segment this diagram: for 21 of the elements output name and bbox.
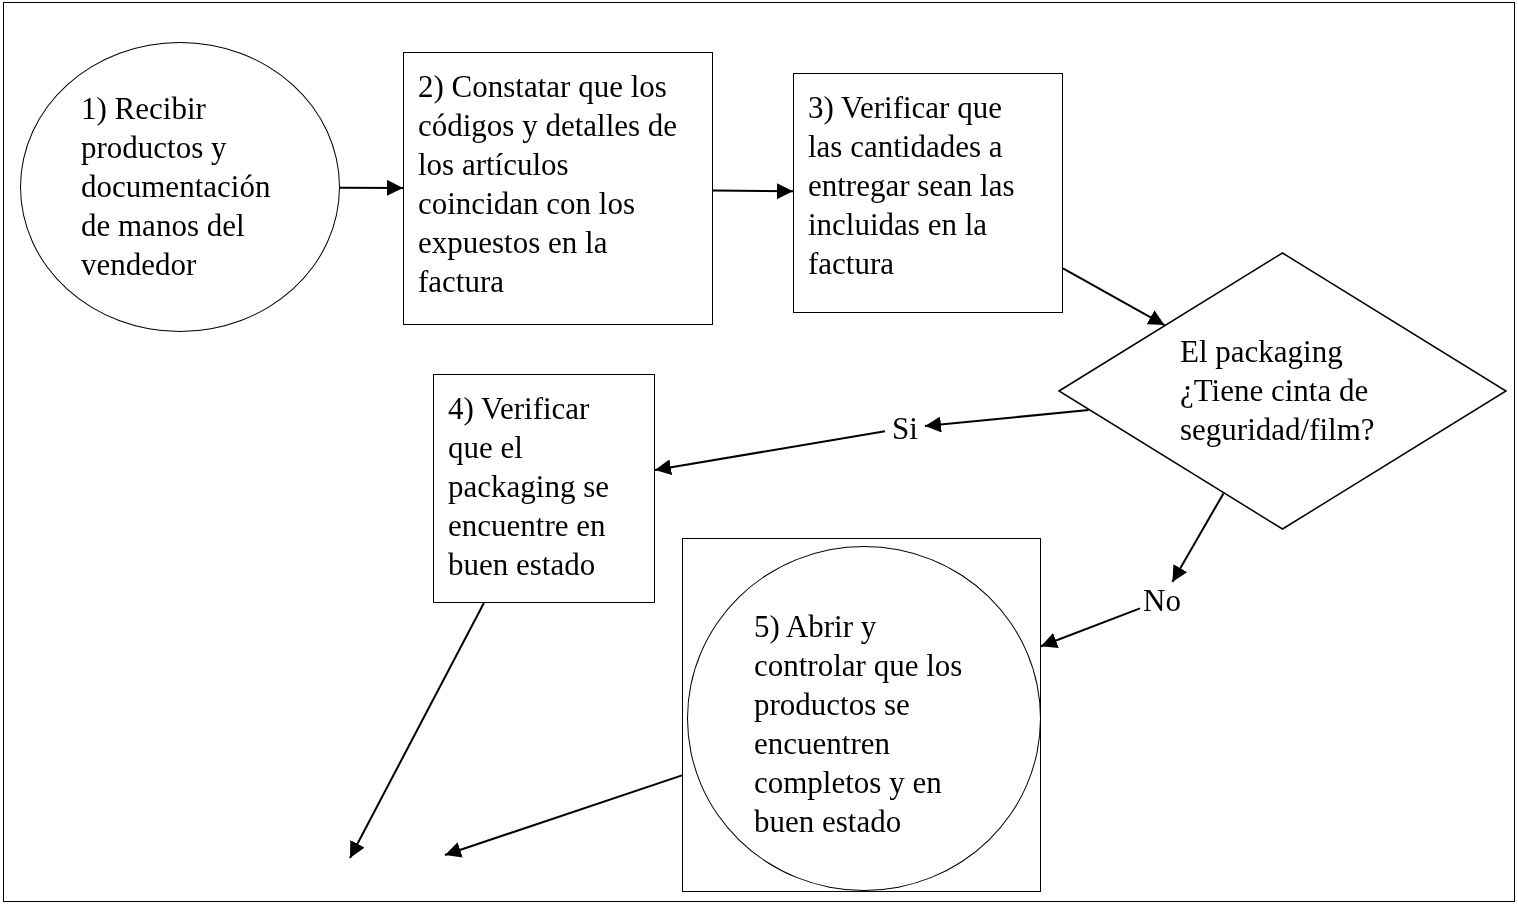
process-box <box>403 52 713 325</box>
node-text: No <box>1143 581 1181 620</box>
arrow <box>339 179 404 196</box>
arrow <box>654 430 886 476</box>
arrow <box>1171 492 1225 583</box>
node-text: El packaging ¿Tiene cinta de seguridad/film? <box>1180 333 1376 449</box>
arrow <box>444 774 683 858</box>
process-box <box>433 374 655 603</box>
process-box <box>793 73 1063 313</box>
arrow <box>924 409 1090 433</box>
arrow <box>712 183 794 200</box>
arrow <box>1062 267 1166 327</box>
node-text: 1) Recibir productos y documentación de manos del vendedor <box>81 90 272 284</box>
node-text: 4) Verificar que el packaging se encuentre en buen estado <box>448 390 610 584</box>
arrow <box>1040 607 1141 649</box>
node-text: 2) Constatar que los códigos y detalles de los artículos coincidan con los expuestos en la factura <box>418 68 679 301</box>
node-text: Si <box>892 409 918 448</box>
arrow <box>349 602 485 859</box>
node-text: 3) Verificar que las cantidades a entregar sean las incluidas en la factura <box>808 89 1016 283</box>
node-text: 5) Abrir y controlar que los productos se encuentren completos y en buen estado <box>754 608 964 841</box>
decision-diamond <box>1058 252 1507 530</box>
